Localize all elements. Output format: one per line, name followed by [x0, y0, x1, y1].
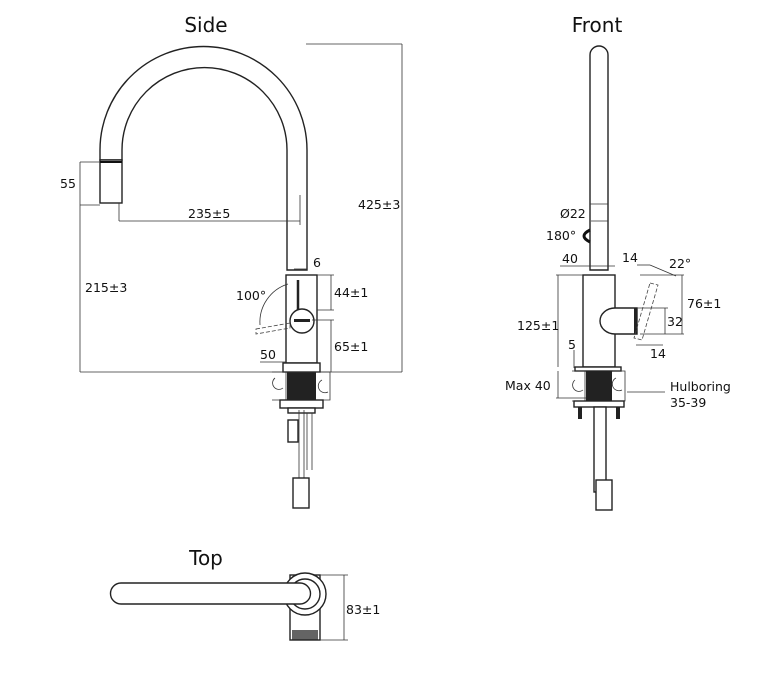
- dim-handle-bottom: 14: [650, 346, 666, 361]
- hole-range: 35-39: [670, 395, 706, 410]
- swivel-arrow-icon: [582, 228, 591, 244]
- dim-handle-height: 76±1: [687, 296, 721, 311]
- side-view: Side 55 235±5 425±3 215±3: [60, 13, 403, 509]
- spray-head: [99, 159, 123, 204]
- hole-label: Hulboring: [670, 379, 731, 394]
- dim-body-width: 40: [562, 251, 578, 266]
- front-pipe: [589, 45, 609, 271]
- dim-lever-angle: 100°: [236, 288, 266, 303]
- front-title: Front: [572, 13, 623, 37]
- top-view: Top 83±1: [109, 546, 380, 641]
- dim-pipe-diameter: Ø22: [560, 206, 586, 221]
- side-title: Side: [184, 13, 227, 37]
- dim-swivel-angle: 180°: [546, 228, 576, 243]
- dim-lever-bottom: 65±1: [334, 339, 368, 354]
- dim-handle-angle: 22°: [669, 256, 691, 271]
- front-view: Front Ø22 180° 40 125±1 5: [505, 13, 731, 511]
- spout-arc: [99, 45, 308, 271]
- top-title: Top: [188, 546, 223, 570]
- dim-spout-height: 55: [60, 176, 76, 191]
- dim-reach: 235±5: [188, 206, 230, 221]
- dim-max-thickness: Max 40: [505, 378, 551, 393]
- dim-lever-top: 44±1: [334, 285, 368, 300]
- dim-top-depth: 83±1: [346, 602, 380, 617]
- dim-pipe-gap: 6: [313, 255, 321, 270]
- dim-body-height: 125±1: [517, 318, 559, 333]
- dim-base-width: 50: [260, 347, 276, 362]
- dim-spout-clearance: 215±3: [85, 280, 127, 295]
- top-spout: [109, 582, 312, 605]
- dim-plate: 5: [568, 337, 576, 352]
- dim-total-height: 425±3: [358, 197, 400, 212]
- dim-handle-width: 32: [667, 314, 683, 329]
- mount-shank: [287, 372, 316, 400]
- dim-handle-top: 14: [622, 250, 638, 265]
